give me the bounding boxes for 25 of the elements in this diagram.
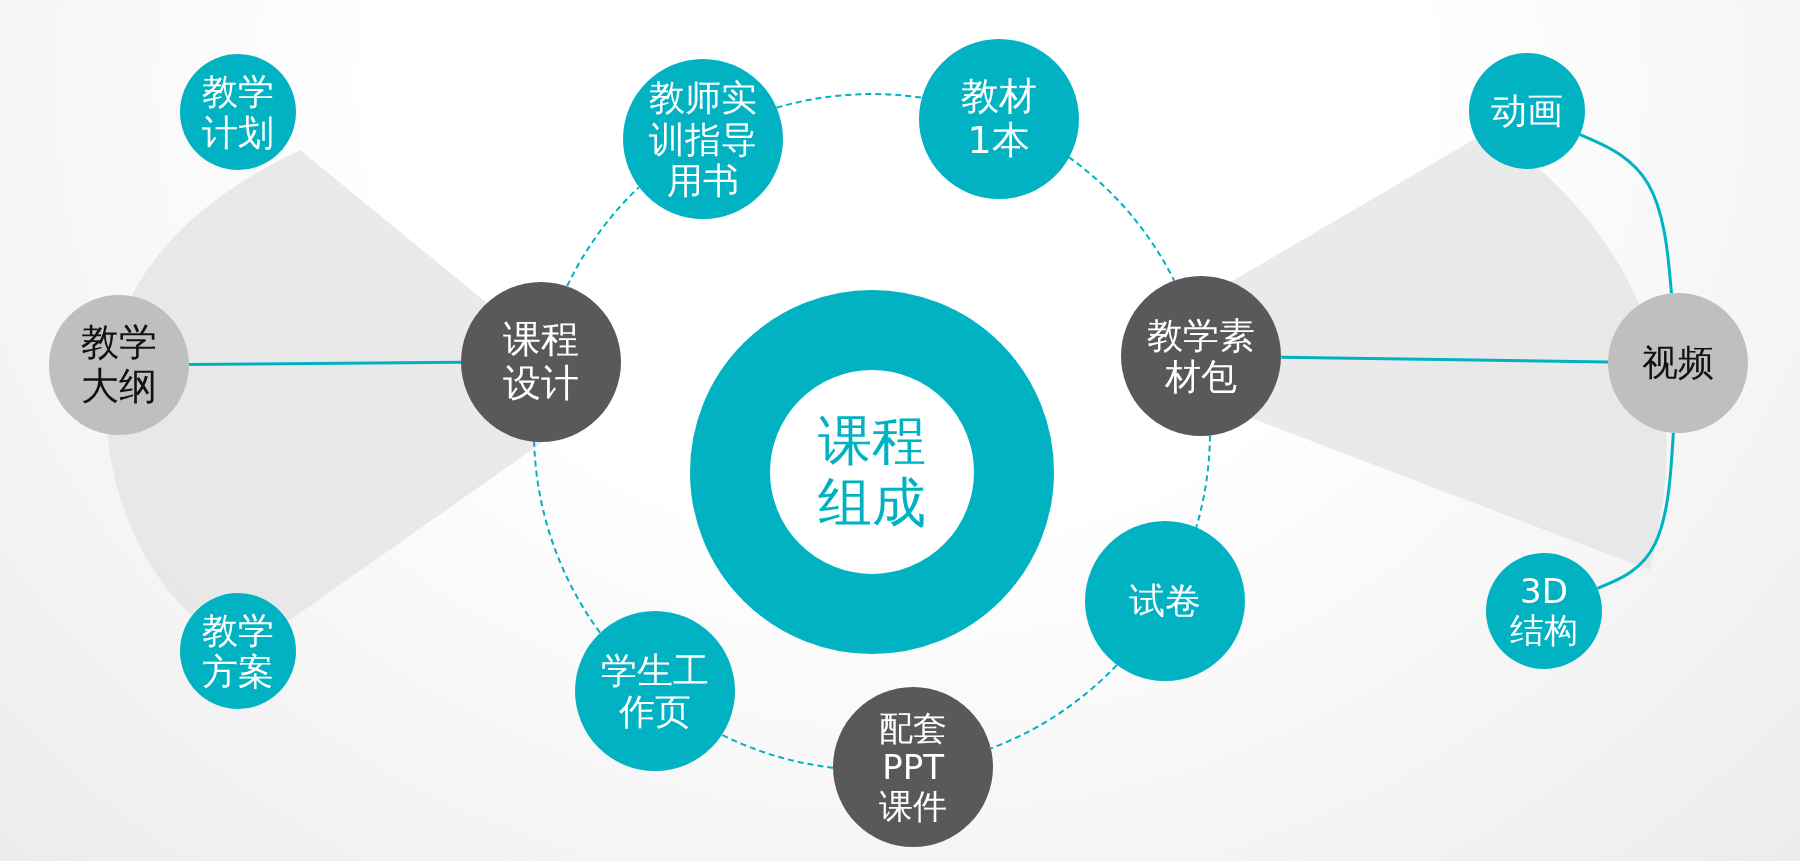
node-label: 教材1本 <box>959 74 1038 163</box>
node-label: 视频 <box>1641 342 1715 384</box>
node-label: 教学素材包 <box>1146 314 1257 398</box>
node-label: 试卷 <box>1127 580 1202 622</box>
dashed-connector <box>1067 156 1176 282</box>
node-label: 教学大纲 <box>80 321 158 409</box>
dashed-connector <box>533 440 601 634</box>
node-label: 课程组成 <box>817 409 927 535</box>
dashed-connector <box>720 733 835 769</box>
node-label: 教学方案 <box>201 609 275 693</box>
dashed-connector <box>1195 434 1211 529</box>
node-label: 学生工作页 <box>599 649 710 733</box>
connector-line <box>1281 355 1609 364</box>
dashed-connector <box>989 664 1118 750</box>
connector-line <box>189 360 462 366</box>
dashed-connector <box>775 93 923 109</box>
node-label: 教学计划 <box>201 70 275 154</box>
connector-line <box>1596 432 1675 590</box>
node-label: 配套PPT课件 <box>878 708 949 827</box>
node-label: 动画 <box>1490 90 1564 132</box>
dashed-connector <box>566 186 640 287</box>
node-label: 3D结构 <box>1509 571 1579 651</box>
connector-line <box>1579 133 1673 294</box>
node-label: 课程设计 <box>502 318 581 406</box>
node-label: 教师实训指导用书 <box>648 77 758 202</box>
